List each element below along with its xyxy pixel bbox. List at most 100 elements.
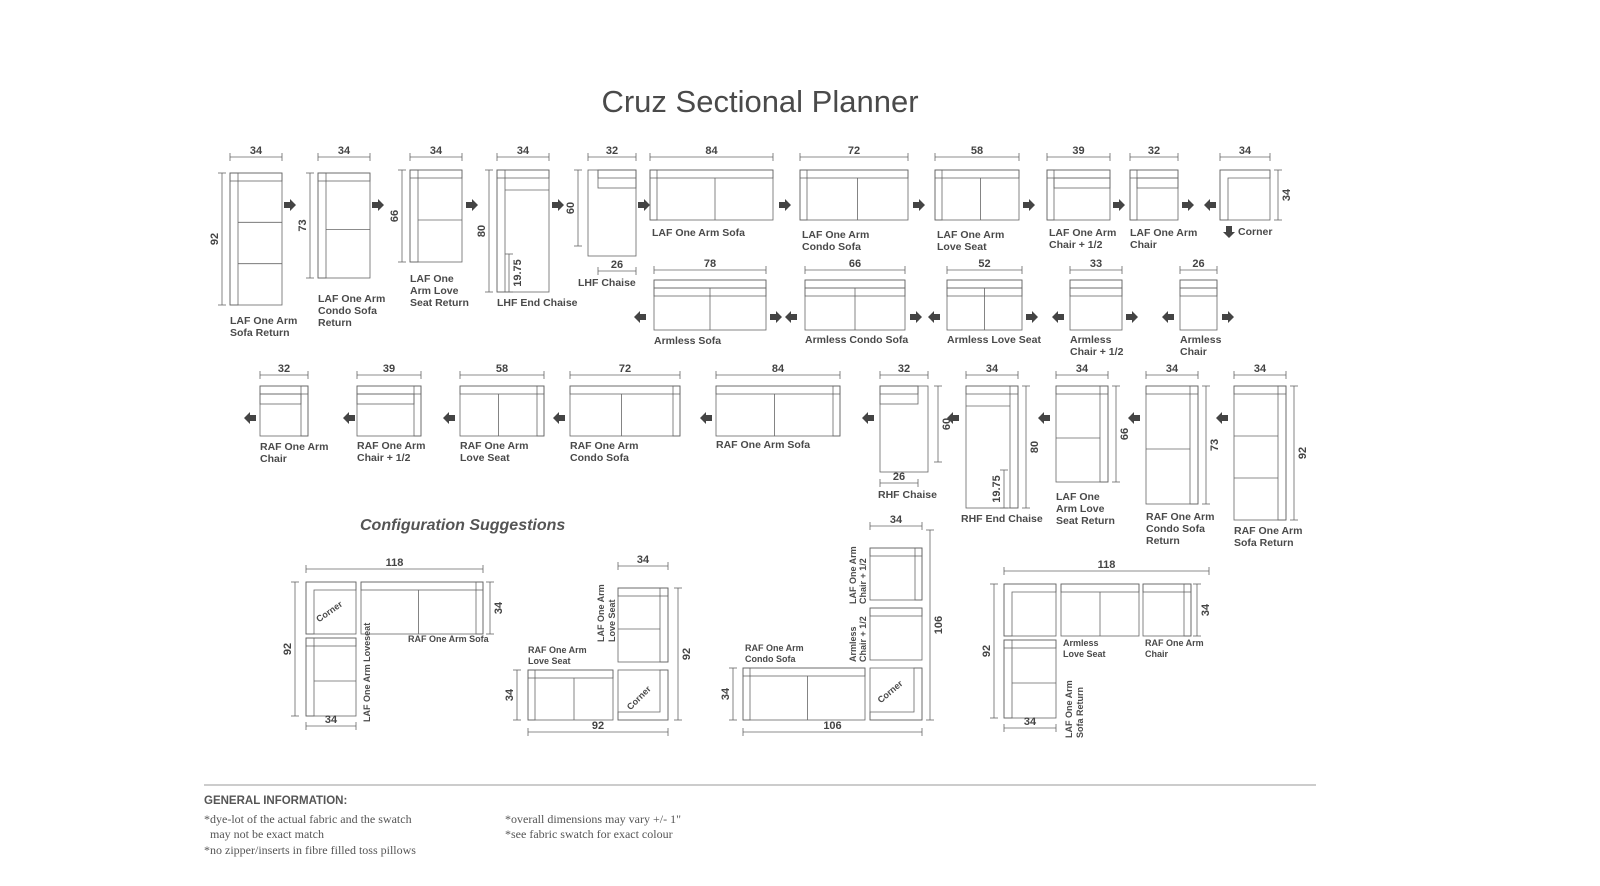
config-4-armless-label: Love Seat [1063,649,1106,659]
laf-chair-cushion [1136,177,1179,189]
config-3-condo-back [742,667,866,677]
rhf-end-chaise-back [1009,385,1019,509]
raf-love-return-dim-label: 66 [1119,428,1131,440]
raf-condo-return-dim-label: 34 [1166,363,1179,375]
laf-love-label: LAF One Arm [937,229,1004,241]
lhf-end-chaise-back [496,169,506,293]
config-2-love-back [527,669,614,679]
laf-love-left-arm [934,169,943,221]
config-4-raf-chair-right-arm [1183,583,1192,637]
raf-love-back [459,385,545,395]
laf-love-dim-label: 58 [971,145,983,157]
raf-chair-label: Chair [260,453,287,465]
laf-love-return-dim-label: 34 [430,145,443,157]
raf-condo-return-dim-label: 73 [1209,439,1221,451]
config-4-return-back [1003,639,1013,719]
laf-sofa-dim-label: 84 [705,145,718,157]
raf-chair-half-back [356,385,422,395]
config-3-corner-label: Corner [876,678,905,705]
rhf-chaise-back [879,385,919,395]
raf-love-arrow-left [443,412,455,424]
lhf-chaise-label: LHF Chaise [578,277,636,289]
laf-sofa-outline [649,169,774,221]
raf-love-return-back [1099,385,1109,483]
laf-condo-return-dim-label: 34 [338,145,351,157]
config-2-laf-love-label: LAF One Arm [596,584,606,642]
raf-condo-return-label: RAF One Arm [1146,511,1214,523]
laf-chair-label: Chair [1130,239,1157,251]
raf-sofa-return-label: RAF One Arm [1234,525,1302,537]
lhf-end-chaise-dim-label: 80 [476,225,488,237]
raf-sofa-dim-label: 84 [772,363,785,375]
config-3-side-dim-label: 34 [720,687,732,700]
raf-sofa-return-back [1277,385,1287,521]
laf-love-return-label: Seat Return [410,297,469,309]
lhf-chaise-dim-label: 32 [606,145,618,157]
laf-sofa-label: LAF One Arm Sofa [652,227,745,239]
config-1-sofa-back [360,581,484,591]
laf-love-arrow-right [1023,199,1035,211]
laf-condo-dim-label: 72 [848,145,860,157]
lhf-chaise-arrow-right [638,199,650,211]
armless-condo-cushion-row [804,287,906,297]
laf-sofa-left-arm [649,169,658,221]
raf-condo-label: Condo Sofa [570,452,629,464]
laf-love-return-arrow-right [466,199,478,211]
laf-chair-label: LAF One Arm [1130,227,1197,239]
raf-condo-return-label: Condo Sofa [1146,523,1205,535]
config-4-armless-label: Armless [1063,638,1099,648]
config-1-loveseat-outline [305,637,357,717]
laf-chair-dim-label: 32 [1148,145,1160,157]
lhf-chaise-dim-label: 60 [565,202,577,214]
raf-love-label: Love Seat [460,452,510,464]
armless-chair-half-cushion-row [1069,287,1123,297]
raf-sofa-outline [715,385,841,437]
laf-love-label: Love Seat [937,241,987,253]
info-left-line-2: may not be exact match [204,827,324,841]
armless-sofa-back [653,279,767,289]
lhf-end-chaise-arrow-right [552,199,564,211]
laf-sofa-return-label: LAF One Arm [230,315,297,327]
armless-sofa-arrow-right [770,311,782,323]
armless-chair-half-label: Armless [1070,334,1112,346]
raf-condo-arrow-left [553,412,565,424]
raf-chair-half-label: Chair + 1/2 [357,452,411,464]
raf-condo-return-arrow-left [1128,412,1140,424]
config-2-depth-dim-label: 92 [681,648,693,660]
raf-love-right-arm [536,385,545,437]
armless-love-arrow-left [928,311,940,323]
armless-condo-back [804,279,906,289]
armless-condo-arrow-right [910,311,922,323]
corner-back [1219,169,1271,221]
raf-chair-half-right-arm [413,385,422,437]
config-4-raf-chair-label: RAF One Arm [1145,638,1204,648]
lhf-end-chaise-dim-label: 34 [517,145,530,157]
config-4-return-label: Sofa Return [1075,687,1085,738]
laf-condo-return-dim-label: 73 [297,219,309,231]
config-2-corner-label: Corner [625,684,653,712]
armless-chair-outline [1179,279,1218,331]
config-2-laf-love-outline [617,587,669,663]
armless-chair-half-arrow-right [1126,311,1138,323]
raf-love-return-label: Seat Return [1056,515,1115,527]
raf-chair-label: RAF One Arm [260,441,328,453]
config-1-sofa-label: RAF One Arm Sofa [408,634,490,644]
config-1-width-dim-label: 118 [386,557,404,569]
lhf-chaise-cushion [597,169,637,189]
armless-chair-half-outline [1069,279,1123,331]
raf-love-return-dim-label: 34 [1076,363,1089,375]
laf-sofa-arrow-right [779,199,791,211]
armless-sofa-cushion-row [653,287,767,297]
raf-condo-return-label: Return [1146,535,1180,547]
raf-love-return-label: LAF One [1056,491,1100,503]
laf-condo-outline [799,169,909,221]
armless-condo-label: Armless Condo Sofa [805,334,908,346]
laf-condo-label: LAF One Arm [802,229,869,241]
laf-chair-half-dim-label: 39 [1072,145,1084,157]
raf-chair-half-arrow-left [343,412,355,424]
rhf-chaise-cushion [879,385,919,405]
armless-chair-dim-label: 26 [1192,258,1204,270]
corner-outline [1219,169,1271,221]
raf-sofa-return-arrow-left [1216,412,1228,424]
rhf-chaise-dim-label: 32 [898,363,910,375]
